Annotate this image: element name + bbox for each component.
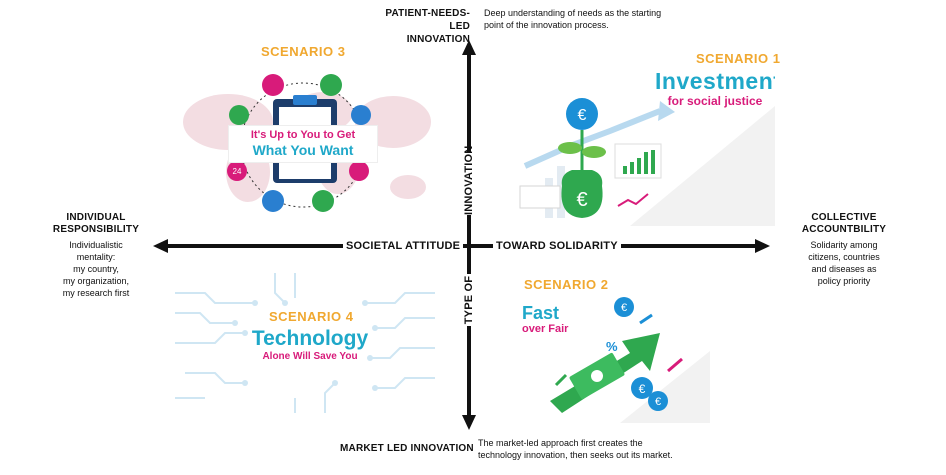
left-axis-block: INDIVIDUAL RESPONSIBILITY Individualisti… (44, 212, 148, 299)
left-desc-line: my research first (62, 288, 130, 298)
bottom-axis-title: MARKET LED INNOVATION (340, 443, 474, 454)
money-bag-icon (561, 170, 603, 218)
down-arrowhead (462, 415, 476, 430)
right-axis-description: Solidarity among citizens, countries and… (792, 239, 896, 287)
axis-label-societal-attitude: SOCIETAL ATTITUDE (343, 240, 464, 252)
scenario-3-title-line1: It's Up to You to Get (250, 129, 356, 141)
small-coin-euro: € (621, 302, 627, 314)
axis-label-toward-solidarity: TOWARD SOLIDARITY (493, 240, 621, 252)
bottom-desc-line1: The market-led approach first creates th… (478, 438, 643, 448)
axis-label-type-of: TYPE OF (463, 274, 475, 326)
euro-coin-icon (648, 391, 668, 411)
scenario-1-illustration: € € Investment for social justice (510, 66, 775, 226)
phone-24-icon (227, 161, 247, 181)
right-axis-block: COLLECTIVE ACCOUNTBILITY Solidarity amon… (792, 212, 896, 287)
scenario-1-label: SCENARIO 1 (696, 51, 781, 66)
shield-icon (351, 105, 371, 125)
atom-icon (312, 190, 334, 212)
right-axis-title: COLLECTIVE ACCOUNTBILITY (792, 212, 896, 236)
right-desc-line: policy priority (817, 276, 871, 286)
small-arrow-icon (667, 357, 683, 373)
small-arrow-icon (639, 313, 653, 325)
scenario-4-title-line1: Technology (251, 327, 369, 350)
right-desc-line: Solidarity among (810, 240, 878, 250)
left-arrowhead (153, 239, 168, 253)
scenario-2-title: Fast over Fair (522, 303, 592, 335)
percent-icon: % (606, 339, 618, 354)
scenario-1-title-line1: Investment (655, 68, 775, 94)
small-arrow-icon (554, 373, 568, 387)
right-title-line1: COLLECTIVE (811, 212, 877, 223)
right-title-line2: ACCOUNTBILITY (801, 224, 887, 235)
top-axis-title-line1: PATIENT-NEEDS-LED (385, 8, 470, 32)
bottom-desc-line2: technology innovation, then seeks out it… (478, 450, 673, 460)
scenario-2-title-line2: over Fair (522, 323, 569, 335)
coin-euro-symbol: € (639, 382, 646, 396)
bag-euro-symbol: € (576, 189, 587, 211)
coin-euro-symbol: € (578, 107, 587, 124)
right-desc-line: citizens, countries (808, 252, 880, 262)
scenario-2-title-line1: Fast (522, 303, 560, 323)
scenario-3-label: SCENARIO 3 (261, 44, 346, 59)
axis-label-innovation: INNOVATION (463, 145, 475, 215)
up-arrowhead (462, 40, 476, 55)
circuit-lines-icon (175, 273, 435, 413)
growth-arrow-icon (523, 108, 662, 169)
top-desc-line2: point of the innovation process. (484, 20, 609, 30)
left-desc-line: mentality: (76, 252, 116, 262)
left-desc-line: my organization, (62, 276, 130, 286)
scenario-4-title: Technology Alone Will Save You (235, 327, 385, 363)
scenario-2-graphic: € € € % (550, 297, 710, 423)
left-axis-title: INDIVIDUAL RESPONSIBILITY (44, 212, 148, 236)
left-title-line1: INDIVIDUAL (66, 212, 126, 223)
scenario-3-illustration: 24 It's Up to You to Get What You Want (173, 67, 433, 219)
scenario-3-title: It's Up to You to Get What You Want (228, 125, 378, 163)
scenario-3-title-line2: What You Want (252, 142, 354, 158)
scenario-1-title: Investment for social justice (655, 68, 775, 108)
top-axis-description: Deep understanding of needs as the start… (484, 7, 684, 31)
scale-icon (349, 161, 369, 181)
euro-coin-icon (631, 377, 653, 399)
scenario-1-title-line2: for social justice (667, 94, 763, 108)
phone-24-badge: 24 (233, 167, 242, 176)
scenario-1-graphic: € € (519, 98, 775, 226)
left-desc-line: Individualistic (69, 240, 123, 250)
left-desc-line: my country, (73, 264, 119, 274)
coin-euro-symbol: € (655, 396, 661, 408)
top-axis-title-line2: INNOVATION (406, 34, 470, 45)
top-desc-line1: Deep understanding of needs as the start… (484, 8, 662, 18)
right-arrowhead (755, 239, 770, 253)
scenario-2-illustration: € € € % Fast over Fair (510, 291, 710, 423)
left-axis-description: Individualistic mentality: my country, m… (44, 239, 148, 299)
bottom-axis-description: The market-led approach first creates th… (478, 437, 718, 461)
top-axis-title: PATIENT-NEEDS-LED INNOVATION (378, 7, 470, 46)
hourglass-icon (229, 105, 249, 125)
scenario-4-label: SCENARIO 4 (269, 309, 354, 324)
scenario-4-title-line2: Alone Will Save You (262, 351, 358, 362)
user-shield-icon (262, 190, 284, 212)
medkit-icon (262, 74, 284, 96)
small-coin-icon (614, 297, 634, 317)
left-title-line2: RESPONSIBILITY (52, 224, 140, 235)
scenario-4-graphic (175, 273, 435, 413)
scenario-4-illustration: Technology Alone Will Save You (175, 273, 435, 413)
piggy-bank-icon (320, 74, 342, 96)
right-desc-line: and diseases as (811, 264, 877, 274)
euro-coin-icon (566, 98, 598, 130)
scenario-2-label: SCENARIO 2 (524, 277, 609, 292)
